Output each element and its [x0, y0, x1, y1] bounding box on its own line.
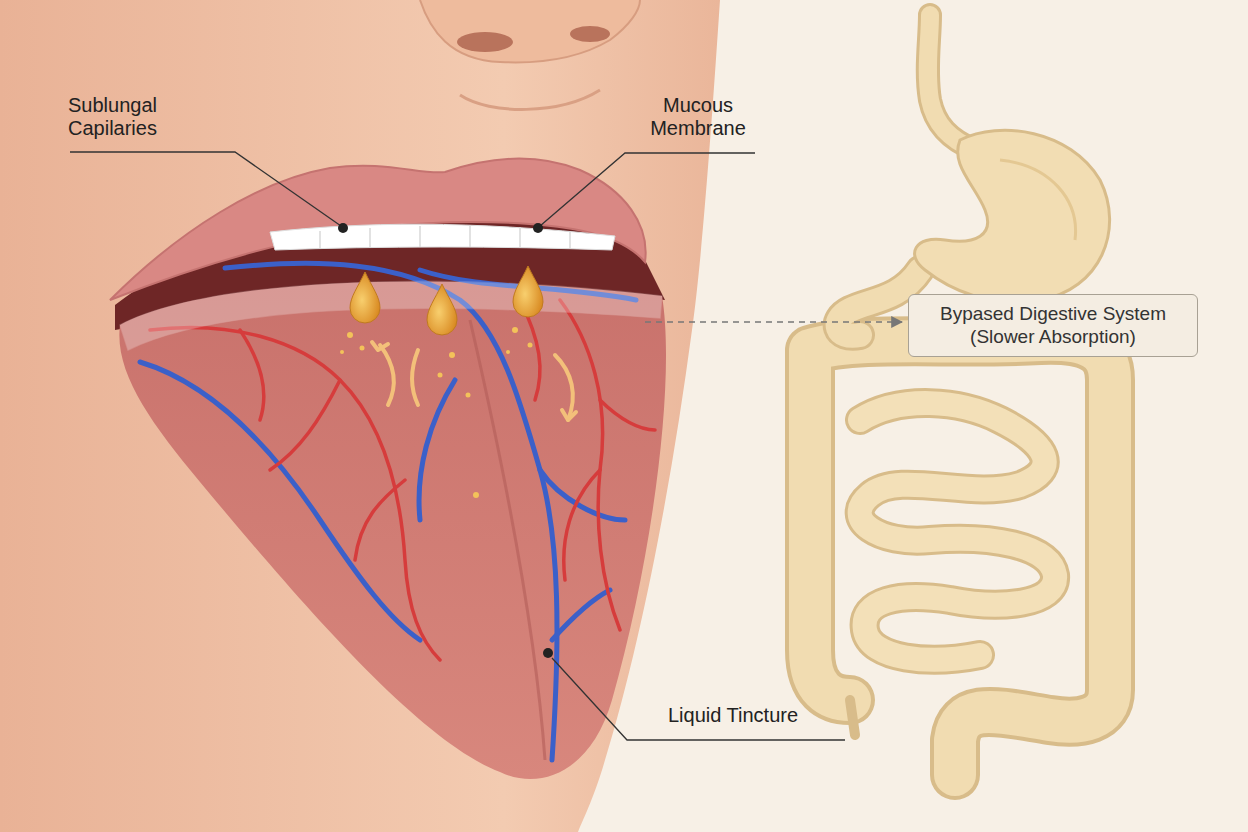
leader-dots — [338, 223, 553, 658]
box-text: Bypased Digestive System (Slower Absorpt… — [919, 302, 1187, 348]
part-label: Sublungal Capilaries — [68, 94, 188, 140]
info-box: Bypased Digestive System (Slower Absorpt… — [908, 294, 1198, 357]
part-label: Mucous Membrane — [638, 94, 758, 140]
leader-lines — [70, 152, 845, 740]
part-label: Liquid Tincture — [668, 704, 868, 727]
digestive-system — [810, 15, 1110, 775]
dashed-pointer — [645, 321, 902, 323]
tongue — [119, 263, 666, 779]
tincture-drops — [340, 266, 576, 498]
face — [0, 0, 720, 832]
